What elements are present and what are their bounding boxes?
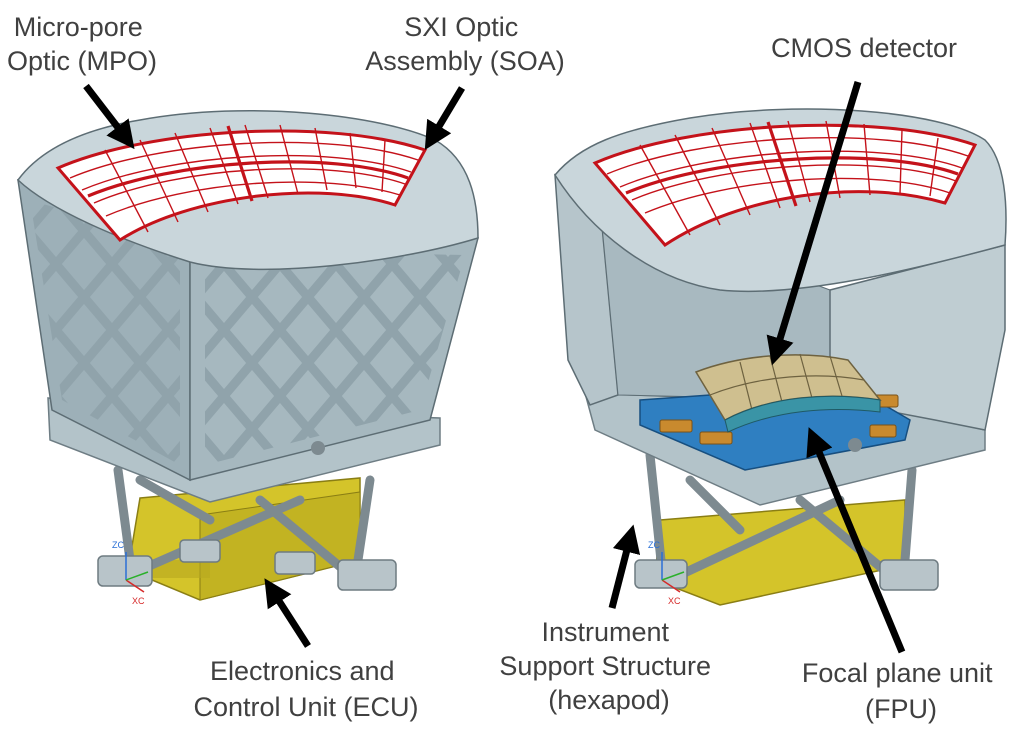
fpu-brackets [659, 394, 899, 445]
axis-zc-left: ZC [112, 540, 124, 550]
arrow-cmos [766, 80, 862, 366]
label-ecu-line2: Control Unit (ECU) [193, 692, 418, 722]
connector-right [848, 438, 862, 452]
axis-marks-right: ZC XC [648, 540, 685, 606]
axis-marks-left: ZC XC [112, 540, 149, 606]
label-soa-line1: SXI Optic [404, 12, 518, 42]
arrow-soa [424, 86, 466, 151]
arrow-mpo [83, 83, 135, 150]
left-instrument: ZC XC [17, 109, 479, 606]
label-fpu: Focal plane unit (FPU) [802, 658, 1000, 724]
hexapod-legs-left [113, 465, 375, 580]
callout-arrows [83, 80, 906, 654]
label-iss: Instrument Support Structure (hexapod) [499, 617, 718, 715]
label-cmos-line1: CMOS detector [771, 33, 957, 63]
arrow-fpu [806, 427, 906, 654]
label-mpo-line1: Micro-pore [14, 12, 143, 42]
label-mpo: Micro-pore Optic (MPO) [7, 12, 157, 76]
axis-zc-right: ZC [648, 540, 660, 550]
right-instrument: ZC XC [554, 108, 1007, 606]
label-fpu-line1: Focal plane unit [802, 658, 993, 688]
cmos-detector [694, 353, 882, 433]
label-cmos: CMOS detector [771, 33, 957, 63]
hexapod-legs-right [645, 450, 917, 580]
hexapod-feet-left [97, 539, 397, 591]
axis-xc-right: XC [668, 596, 681, 606]
label-mpo-line2: Optic (MPO) [7, 46, 157, 76]
label-ecu: Electronics and Control Unit (ECU) [193, 656, 418, 722]
arrow-iss [608, 524, 641, 609]
label-iss-line3: (hexapod) [548, 685, 670, 715]
connector-left [311, 441, 325, 455]
label-soa-line2: Assembly (SOA) [365, 46, 565, 76]
label-fpu-line2: (FPU) [865, 694, 937, 724]
label-iss-line1: Instrument [541, 617, 669, 647]
label-ecu-line1: Electronics and [210, 656, 395, 686]
mpo-grid-right [592, 120, 978, 247]
hexapod-feet-right [634, 559, 939, 591]
label-soa: SXI Optic Assembly (SOA) [365, 12, 565, 76]
label-iss-line2: Support Structure [499, 651, 711, 681]
arrow-ecu [264, 578, 311, 648]
axis-xc-left: XC [132, 596, 145, 606]
mpo-grid-left [55, 124, 428, 242]
